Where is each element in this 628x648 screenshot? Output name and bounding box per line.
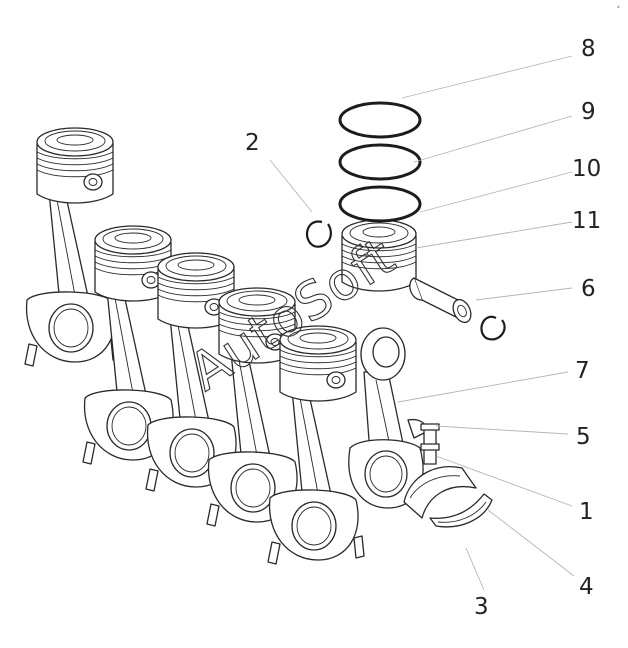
- circlips: [305, 220, 506, 341]
- connecting-rod-exploded: [348, 327, 427, 509]
- rod-bolts: [420, 423, 440, 465]
- leader-lines: [269, 55, 575, 591]
- callout-10: 10: [572, 156, 601, 182]
- callout-5: 5: [576, 424, 591, 450]
- piston-rod-assembly-5: [267, 325, 365, 565]
- ring-top: [338, 101, 422, 139]
- callout-8: 8: [581, 36, 596, 62]
- callout-6: 6: [581, 276, 596, 302]
- callout-3: 3: [474, 594, 489, 620]
- callout-2: 2: [245, 130, 260, 156]
- piston-pin: [409, 277, 472, 324]
- callout-9: 9: [581, 99, 596, 125]
- bearing-shells: [403, 466, 493, 528]
- callout-4: 4: [579, 574, 594, 600]
- ring-middle: [338, 143, 422, 181]
- callout-11: 11: [572, 208, 601, 234]
- piston-rings: [338, 101, 422, 223]
- corner-mark: ⸗: [617, 2, 620, 11]
- ring-oil: [338, 185, 422, 223]
- callout-7: 7: [575, 358, 590, 384]
- callout-1: 1: [579, 499, 594, 525]
